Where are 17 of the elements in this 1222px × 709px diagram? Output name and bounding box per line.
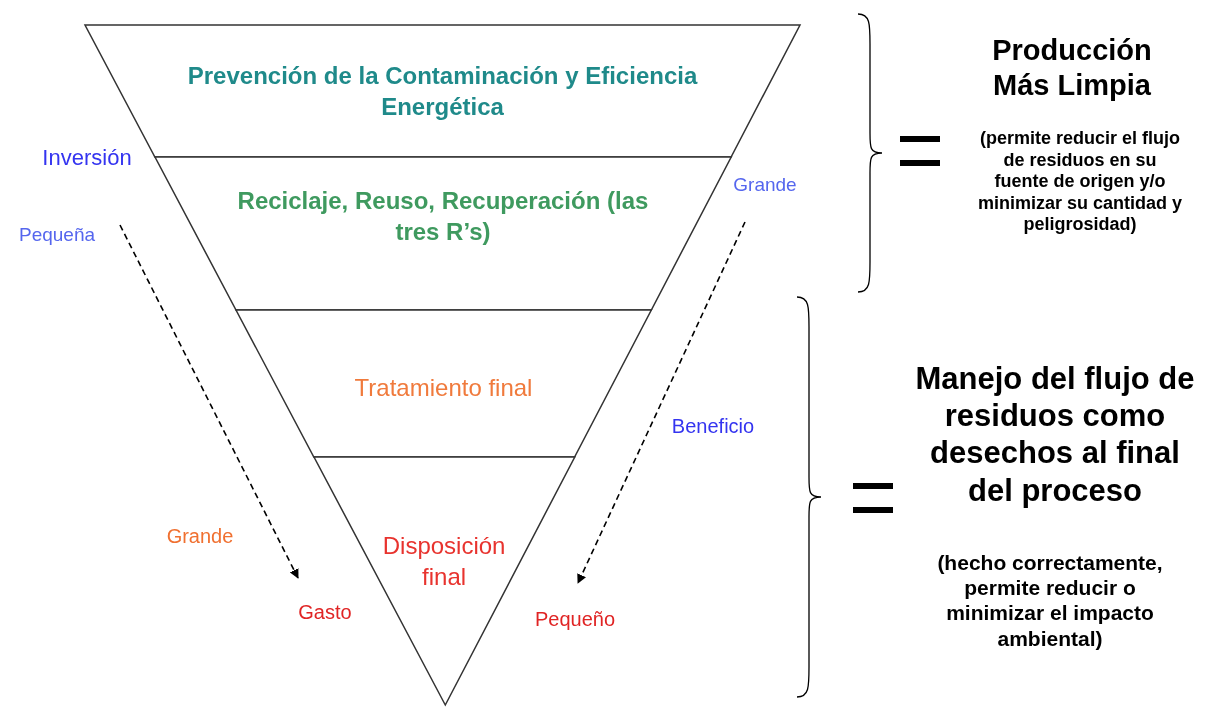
tier-label: Tratamiento final [353, 373, 534, 403]
scale-label: Grande [732, 174, 798, 197]
description: (permite reducir el flujo de residuos en su fuente de origen y/o minimizar su cantidad y peligrosidad) [976, 128, 1184, 236]
axis-title: Beneficio [670, 414, 756, 438]
pyramid-tier [154, 157, 732, 310]
axis-title: Inversión [41, 145, 133, 172]
heading: Producción Más Limpia [991, 33, 1153, 103]
scale-label: Grande [165, 524, 235, 548]
tier-label: Disposición final [381, 531, 507, 593]
tier-label: Prevención de la Contaminación y Eficiencia Energética [186, 61, 699, 123]
heading: Manejo del flujo de residuos como desechos al final del proceso [914, 360, 1196, 509]
pyramid-tier [235, 310, 652, 457]
tier-label: Reciclaje, Reuso, Recuperación (las tres R’s) [236, 186, 650, 248]
description: (hecho correctamente, permite reducir o minimizar el impacto ambiental) [936, 550, 1164, 651]
axis-title: Gasto [297, 600, 353, 624]
scale-label: Pequeña [17, 224, 97, 247]
scale-label: Pequeño [533, 607, 617, 631]
